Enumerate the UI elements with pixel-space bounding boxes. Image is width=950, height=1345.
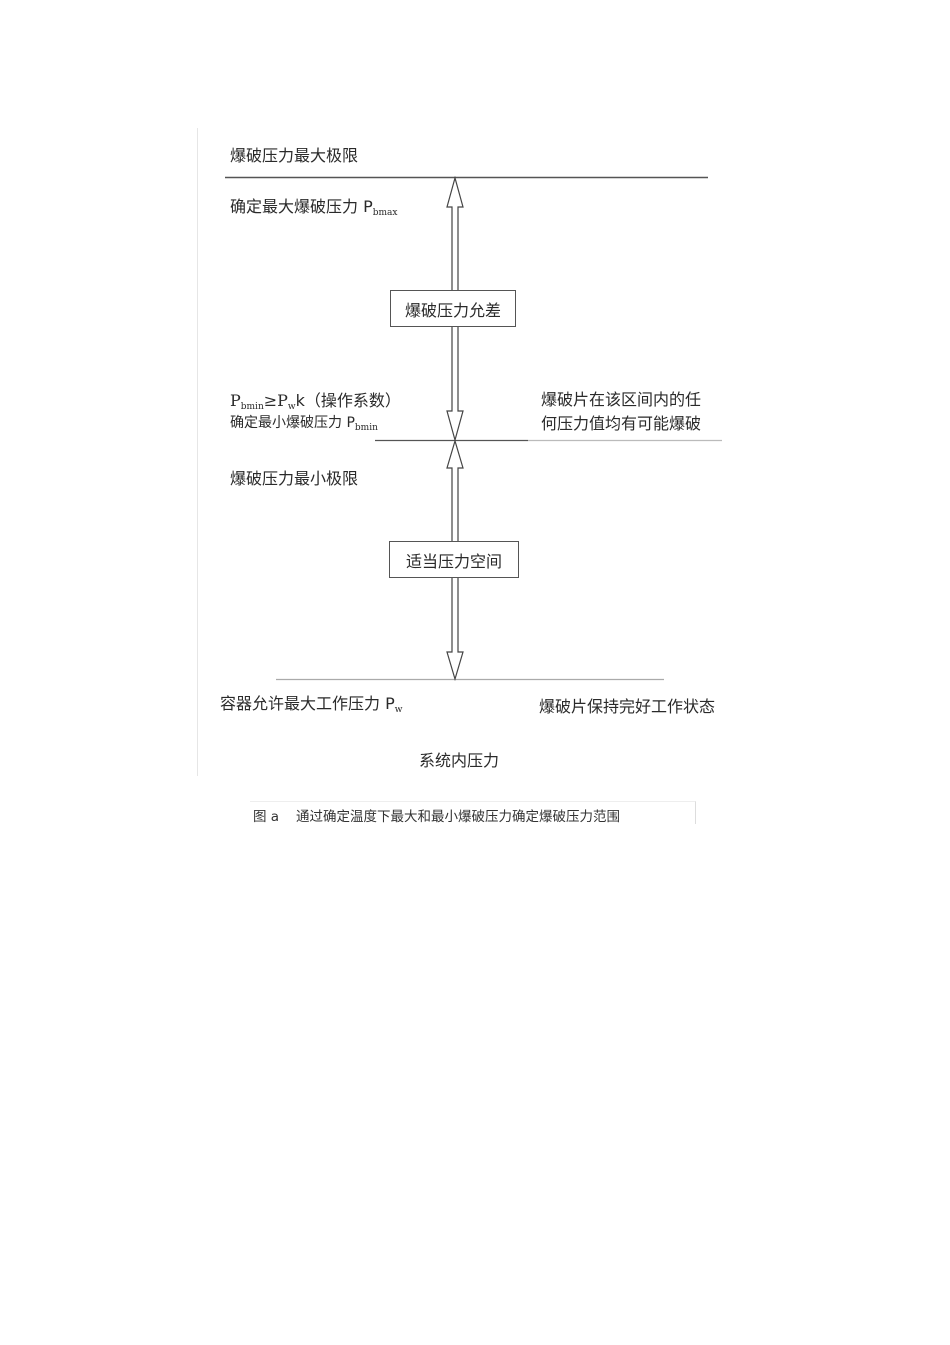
axis-label: 系统内压力 bbox=[419, 751, 500, 770]
pressure-space-box: 适当压力空间 bbox=[389, 541, 519, 578]
min-condition-formula: Pbmin≥Pwk（操作系数） bbox=[230, 391, 401, 412]
caption-text: 通过确定温度下最大和最小爆破压力确定爆破压力范围 bbox=[296, 809, 620, 825]
burst-range-note-line1: 爆破片在该区间内的任 bbox=[541, 390, 702, 409]
caption-tag: 图 a bbox=[253, 809, 280, 825]
burst-range-note-line2: 何压力值均有可能爆破 bbox=[541, 414, 702, 433]
min-burst-label: 确定最小爆破压力 Pbmin bbox=[230, 415, 378, 433]
min-limit-label: 爆破压力最小极限 bbox=[230, 469, 359, 488]
figure-caption: 图 a 通过确定温度下最大和最小爆破压力确定爆破压力范围 bbox=[250, 801, 696, 825]
max-limit-label: 爆破压力最大极限 bbox=[230, 146, 359, 165]
tolerance-box: 爆破压力允差 bbox=[390, 290, 516, 327]
figure-frame-border bbox=[197, 128, 198, 776]
max-burst-label: 确定最大爆破压力 Pbmax bbox=[230, 197, 398, 218]
intact-state-note: 爆破片保持完好工作状态 bbox=[539, 697, 716, 716]
working-pressure-label: 容器允许最大工作压力 Pw bbox=[220, 694, 403, 715]
